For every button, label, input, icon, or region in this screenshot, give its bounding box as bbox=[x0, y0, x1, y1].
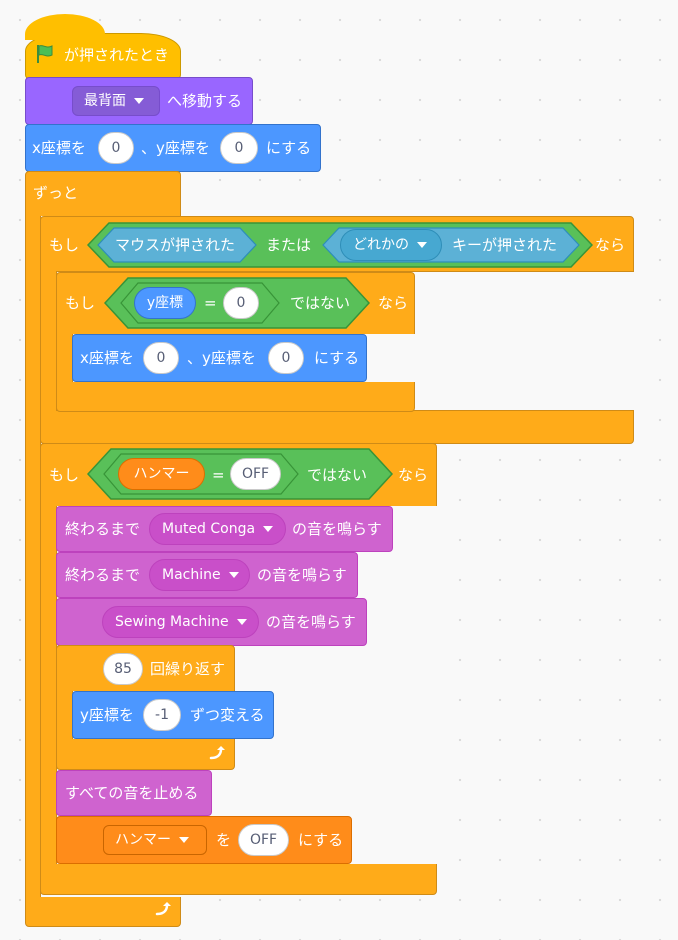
stop-all-sounds-block[interactable] bbox=[56, 770, 212, 816]
if-1-label: もし bbox=[49, 236, 80, 254]
chevron-down-icon bbox=[236, 619, 247, 625]
if-3-not: ではない bbox=[307, 466, 368, 484]
event-label: が押されたとき bbox=[64, 46, 170, 64]
go-to-xy-block-2[interactable] bbox=[72, 334, 367, 382]
green-flag-icon bbox=[37, 45, 53, 63]
layer-dropdown[interactable]: 最背面 bbox=[72, 86, 160, 116]
key-pressed-label: キーが押された bbox=[452, 236, 558, 254]
goto-y-label: 、y座標を bbox=[141, 139, 210, 157]
change-y-end: ずつ変える bbox=[190, 706, 265, 724]
change-y-label: y座標を bbox=[80, 706, 134, 724]
if-3-then: なら bbox=[398, 466, 429, 484]
sound1-suffix: の音を鳴らす bbox=[292, 520, 382, 538]
or-label: または bbox=[266, 236, 312, 254]
forever-label: ずっと bbox=[33, 184, 79, 202]
goto-end-label: にする bbox=[266, 139, 312, 157]
set-var-to: を bbox=[216, 831, 232, 849]
if-2-eq: = bbox=[204, 294, 217, 312]
y-input[interactable]: 0 bbox=[220, 132, 258, 164]
if-3-label: もし bbox=[49, 466, 80, 484]
set-var-end: にする bbox=[298, 831, 344, 849]
mouse-down-condition[interactable] bbox=[97, 227, 257, 263]
sound1-prefix: 終わるまで bbox=[65, 520, 141, 538]
goto2-end-label: にする bbox=[314, 349, 360, 367]
loop-arrow-icon bbox=[209, 746, 225, 760]
key-dropdown[interactable]: どれかの bbox=[340, 229, 442, 261]
mouse-down-label: マウスが押された bbox=[115, 236, 236, 254]
repeat-label: 回繰り返す bbox=[150, 660, 226, 678]
compare-value-input-2[interactable]: OFF bbox=[230, 458, 281, 490]
if-3-eq: = bbox=[212, 466, 225, 484]
chevron-down-icon bbox=[263, 526, 274, 532]
x-input[interactable]: 0 bbox=[98, 132, 134, 164]
hammer-variable-reporter[interactable]: ハンマー bbox=[118, 458, 205, 490]
goto2-y-label: 、y座標を bbox=[187, 349, 256, 367]
if-2-label: もし bbox=[65, 294, 96, 312]
sound-dropdown-3[interactable]: Sewing Machine bbox=[102, 606, 259, 638]
if-2-then: なら bbox=[378, 294, 409, 312]
if-2-not: ではない bbox=[290, 294, 351, 312]
sound-dropdown-2[interactable]: Machine bbox=[149, 559, 250, 591]
loop-arrow-icon bbox=[155, 902, 171, 916]
stop-sounds-label: すべての音を止める bbox=[65, 784, 199, 802]
chevron-down-icon bbox=[179, 837, 189, 843]
go-back-label: へ移動する bbox=[167, 92, 243, 110]
sound-dropdown-1[interactable]: Muted Conga bbox=[149, 513, 286, 545]
chevron-down-icon bbox=[134, 98, 144, 104]
set-var-value-input[interactable]: OFF bbox=[238, 824, 289, 856]
hat-top bbox=[25, 14, 105, 40]
y-input-2[interactable]: 0 bbox=[268, 342, 304, 374]
goto-x-label: x座標を bbox=[32, 139, 86, 157]
goto2-x-label: x座標を bbox=[80, 349, 134, 367]
y-position-reporter[interactable]: y座標 bbox=[134, 287, 196, 319]
compare-value-input[interactable]: 0 bbox=[223, 287, 259, 319]
sound2-prefix: 終わるまで bbox=[65, 566, 141, 584]
repeat-count-input[interactable]: 85 bbox=[103, 653, 143, 685]
variable-dropdown[interactable]: ハンマー bbox=[103, 825, 207, 855]
x-input-2[interactable]: 0 bbox=[143, 342, 179, 374]
chevron-down-icon bbox=[228, 572, 239, 578]
sound2-suffix: の音を鳴らす bbox=[257, 566, 347, 584]
sound3-suffix: の音を鳴らす bbox=[266, 613, 356, 631]
change-y-input[interactable]: -1 bbox=[143, 699, 181, 731]
if-1-then: なら bbox=[595, 236, 626, 254]
chevron-down-icon bbox=[417, 242, 427, 248]
